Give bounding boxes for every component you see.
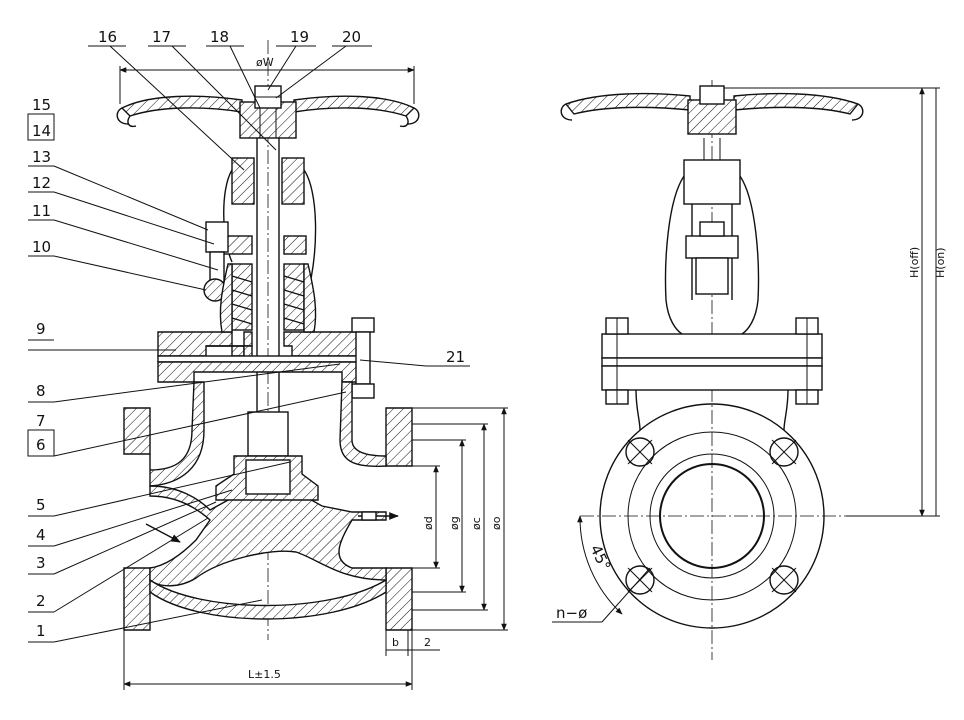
bonnet: [157, 263, 361, 361]
valve-body: [123, 381, 413, 631]
dim-bolt-circle: øc: [470, 517, 483, 530]
side-bonnet-flange: [601, 317, 823, 431]
side-height-dims: H(off) H(on): [724, 87, 947, 517]
part-15: 15: [32, 96, 51, 114]
dim-raised-face-dia: øg: [448, 516, 461, 530]
dim-bore: ød: [422, 516, 435, 530]
part-16: 16: [98, 28, 117, 46]
dim-height-closed: H(on): [934, 247, 947, 278]
bonnet-bolt: [351, 317, 375, 399]
dim-height-open: H(off): [908, 247, 921, 278]
part-6: 6: [36, 436, 46, 454]
side-yoke: [664, 138, 760, 335]
part-12: 12: [32, 174, 51, 192]
part-numbers: 16 17 18 19 20 15 14 13 12 11 10 9 8 7 6…: [32, 28, 465, 640]
part-17: 17: [152, 28, 171, 46]
section-dimensions: øW L±1.5 b 2 ød øg: [119, 56, 508, 690]
part-10: 10: [32, 238, 51, 256]
dim-raised-face: 2: [424, 636, 431, 649]
dim-bolt-holes: n−ø: [556, 604, 587, 622]
part-8: 8: [36, 382, 46, 400]
part-7: 7: [36, 412, 46, 430]
dim-flange-thickness: b: [392, 636, 399, 649]
part-18: 18: [210, 28, 229, 46]
packing: [231, 263, 305, 331]
part-21: 21: [446, 348, 465, 366]
part-2: 2: [36, 592, 46, 610]
part-9: 9: [36, 320, 46, 338]
part-1: 1: [36, 622, 46, 640]
part-14: 14: [32, 122, 51, 140]
dim-flange-od: øo: [490, 516, 503, 530]
body-flange: [157, 361, 359, 383]
part-20: 20: [342, 28, 361, 46]
side-handwheel: [560, 85, 864, 135]
dim-length: L±1.5: [248, 668, 281, 681]
flow-arrow-in: [145, 523, 181, 543]
gasket: [157, 355, 359, 363]
part-4: 4: [36, 526, 46, 544]
side-view: 45° n−ø H(off) H(on): [552, 80, 947, 660]
part-3: 3: [36, 554, 46, 572]
part-callouts: [27, 45, 470, 643]
part-5: 5: [36, 496, 46, 514]
dim-handwheel-dia: øW: [256, 56, 274, 69]
side-end-flange: [599, 403, 825, 629]
section-view: 16 17 18 19 20 15 14 13 12 11 10 9 8 7 6…: [27, 28, 508, 690]
gland: [203, 221, 307, 302]
part-11: 11: [32, 202, 51, 220]
yoke-sleeve: [223, 157, 317, 301]
part-19: 19: [290, 28, 309, 46]
part-13: 13: [32, 148, 51, 166]
disc: [215, 455, 319, 501]
